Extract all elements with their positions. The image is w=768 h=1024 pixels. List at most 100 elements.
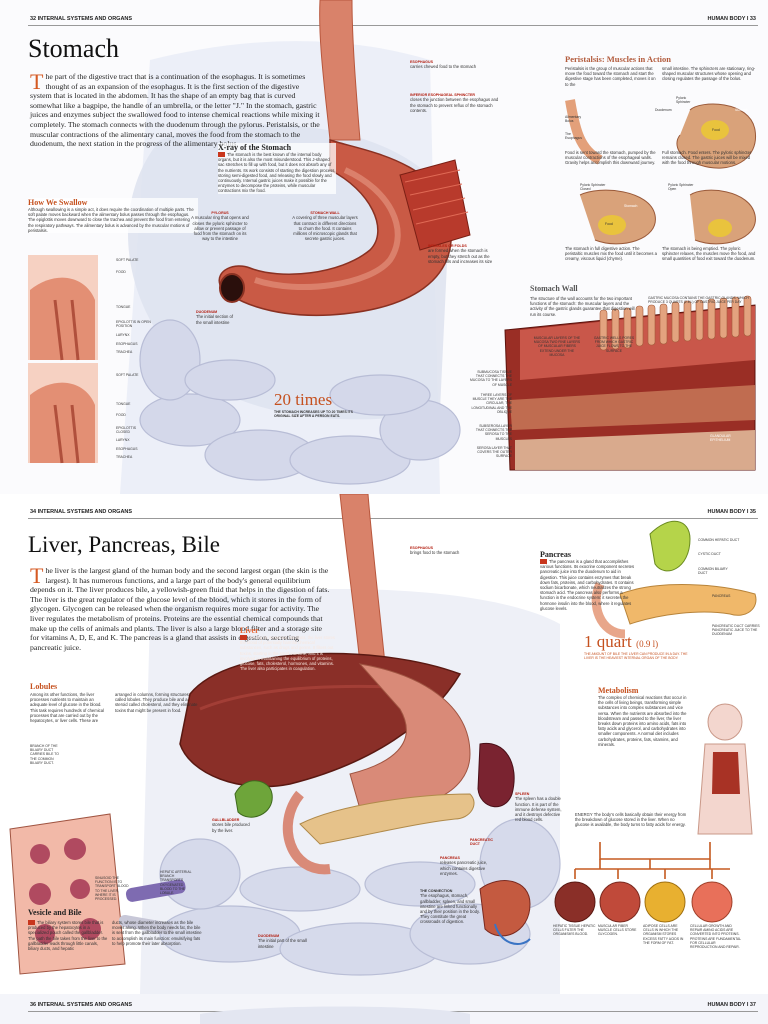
gastric-wells-label: GASTRIC WELLS Pores from which gastric j… [593,336,635,353]
vesicle-text-2: ducts, whose diameter increases as the b… [112,920,202,946]
energy-text: ENERGY The body's cells basically obtain… [575,812,687,828]
gallbladder-label: GALLBLADDER [212,818,240,822]
label: Pyloric Sphincter Open [668,183,694,192]
vesicle-title: Vesicle and Bile [28,908,82,917]
glandular-epithelium-label: GLANDULAR EPITHELIUM [710,434,731,443]
stat-text: THE STOMACH INCREASES UP TO 20 TIMES ITS… [274,410,353,419]
esophagus-callout: ESOPHAGUS brings food to the stomach [410,546,470,556]
label: ESOPHAGUS [116,342,138,346]
book-icon [28,920,35,925]
swallow-section: How We Swallow Although swallowing is a … [28,198,198,234]
stomach-illustration [28,0,756,494]
label: TRACHEA [116,455,133,459]
swallow-title: How We Swallow [28,198,88,207]
pancreatic-duct-label: PANCREATIC DUCT [470,838,494,847]
label: COMMON HEPATIC DUCT [698,538,740,542]
stomach-spread: 32 INTERNAL SYSTEMS AND ORGANS HUMAN BOD… [0,0,768,494]
page-header-left: 36 INTERNAL SYSTEMS AND ORGANS [30,1002,133,1008]
page-header-left: 32 INTERNAL SYSTEMS AND ORGANS [30,16,133,22]
vesicle-section: Vesicle and Bile [28,908,228,917]
label: PANCREAS [712,594,731,598]
pancreas-label: PANCREAS [440,856,460,860]
serosa-label: SEROSA Layer that covers the outer surfa… [476,446,512,459]
label: ESOPHAGUS [116,447,138,451]
book-icon [240,635,247,640]
duodenum-callout: DUODENUM The initial section of the smal… [196,310,234,325]
label: TONGUE [116,305,131,309]
duodenum-callout: DUODENUM The initial part of the small i… [258,934,308,949]
pylorus-text: A muscular ring that opens and closes th… [191,215,249,242]
pylorus-callout: PYLORUS A muscular ring that opens and c… [190,211,250,241]
pancreas-callout: PANCREAS releases pancreatic juice, whic… [440,856,490,876]
page-header: 34 INTERNAL SYSTEMS AND ORGANS HUMAN BOD… [0,507,768,519]
peristalsis-caption-3: The stomach in full digestive action. Th… [565,246,657,262]
page-header-left: 34 INTERNAL SYSTEMS AND ORGANS [30,509,133,515]
stomach-wall-label: STOMACH WALL [310,211,340,215]
label: TONGUE [116,402,131,406]
esophagus-label: ESOPHAGUS [410,60,433,64]
label: TRACHEA [116,350,133,354]
submucosa-label: SUBMUCOSA Tissue that connects the mucos… [470,370,512,387]
pylorus-label: PYLORUS [211,211,229,215]
peristalsis-section: Peristalsis: Muscles in Action [565,54,760,64]
liver-callout: Liver Among its numerous functions, the … [240,626,338,671]
pancreas-text: The pancreas is a gland that accomplishe… [540,559,635,611]
liver-title: Liver [240,626,259,635]
sinusoid-label: SINUSOID The function is to transport bl… [95,876,129,902]
subserosa-label: SUBSEROSA Layer that connects the serosa… [475,424,512,441]
metabolism-section: Metabolism The complex of chemical react… [598,686,698,747]
wrinkles-text: are formed when the stomach is empty, bu… [428,248,493,264]
page-header-right: HUMAN BODY I 35 [707,509,757,515]
stomach-wall-text: The structure of the wall accounts for t… [530,296,635,317]
stat-value: 20 times [274,390,333,409]
gallbladder-callout: GALLBLADDER stores bile produced by the … [212,818,252,833]
label: Duodenum [655,108,672,112]
lobules-text-1: Among its other functions, the liver pro… [30,692,105,724]
connection-text: The esophagus, stomach, gallbladder, spl… [420,893,480,925]
label: PANCREATIC DUCT carries pancreatic juice… [712,624,760,637]
metabolism-text: The complex of chemical reactions that o… [598,695,687,747]
label: Food [712,128,720,132]
label: Pyloric Sphincter Closed [580,183,606,192]
label: Pyloric Sphincter [676,96,691,105]
intro-body: he liver is the largest gland of the hum… [30,566,330,652]
cell-caption: ADIPOSE CELLS are cells in which the org… [643,924,684,945]
page-header-right: HUMAN BODY I 33 [707,16,757,22]
book-icon [218,152,225,157]
page-title: Liver, Pancreas, Bile [28,532,220,557]
stomach-wall-text: A covering of three muscular layers that… [292,215,358,242]
quart-stat: 1 quart (0.9 l) THE AMOUNT OF BILE THE L… [584,632,694,660]
lobules-title: Lobules [30,682,58,691]
muscular-layers-label: MUSCULAR LAYERS OF THE MUCOSA Two fine l… [533,336,581,357]
quart-unit: (0.9 l) [636,639,659,649]
peristalsis-text-1: Peristalsis is the group of muscular act… [565,66,656,87]
label: LARYNX [116,438,130,442]
label: FOOD [116,270,126,274]
sphincter-callout: INFERIOR ESOPHAGEAL SPHINCTER closes the… [410,93,500,113]
esophagus-text: brings food to the stomach [410,550,460,556]
label: EPIGLOTTIS CLOSED [116,426,136,435]
sphincter-label: INFERIOR ESOPHAGEAL SPHINCTER [410,93,476,97]
spleen-label: SPLEEN [515,792,530,796]
quart-value: 1 quart [584,632,632,651]
sphincter-text: closes the junction between the esophagu… [410,97,499,113]
duodenum-text: The initial section of the small intesti… [196,314,234,325]
quart-text: THE AMOUNT OF BILE THE LIVER CAN PRODUCE… [584,652,688,661]
spleen-callout: SPLEEN The spleen has a double function.… [515,792,565,822]
label: CYSTIC DUCT [698,552,721,556]
label: LARYNX [116,333,130,337]
next-illustration [200,1006,470,1024]
gallbladder-text: stores bile produced by the liver. [212,822,250,833]
label: Alimentary Bolus [565,115,582,124]
xray-title: X-ray of the Stomach [218,143,292,152]
xray-section: X-ray of the Stomach The stomach is the … [218,143,336,194]
esophagus-callout: ESOPHAGUS carries chewed food to the sto… [410,60,490,70]
stomach-wall-title: Stomach Wall [530,284,578,293]
page-header-right: HUMAN BODY I 37 [707,1002,757,1008]
wrinkles-label: WRINKLES OR FOLDS [428,244,467,248]
wrinkles-callout: WRINKLES OR FOLDS are formed when the st… [428,244,498,264]
peristalsis-title: Peristalsis: Muscles in Action [565,54,672,64]
page-title: Stomach [28,34,119,63]
swallow-text: Although swallowing is a simple act, it … [28,207,194,233]
